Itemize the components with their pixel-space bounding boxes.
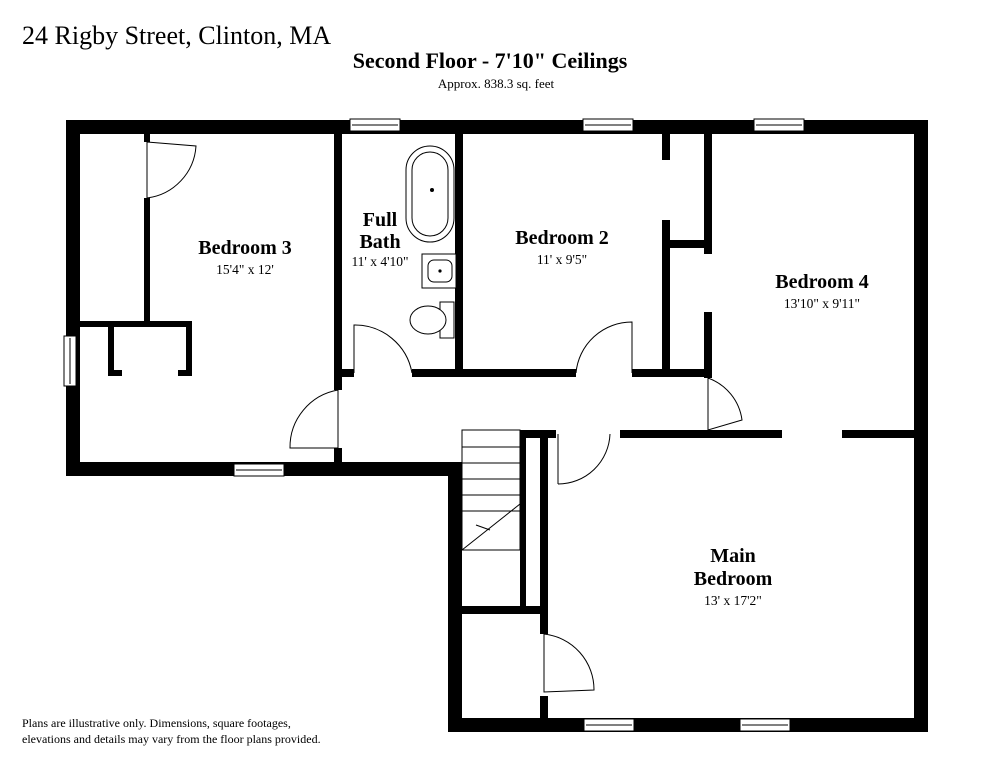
full-bath-name-line2: Bath — [359, 231, 400, 253]
closet-wall — [144, 198, 150, 324]
closet-divider — [662, 240, 704, 248]
bedroom2-dims: 11' x 9'5" — [537, 252, 587, 267]
closet-post-right — [186, 321, 192, 375]
stair-outline — [461, 429, 521, 551]
sink-drain — [438, 269, 442, 273]
door-bath — [353, 324, 413, 374]
wall-bottom — [448, 718, 928, 732]
closet-jamb-top — [144, 134, 150, 142]
full-bath-dims: 11' x 4'10" — [351, 254, 408, 269]
door-bed3-closet — [146, 141, 197, 199]
disclaimer-line1: Plans are illustrative only. Dimensions,… — [22, 716, 291, 730]
door-bed3 — [289, 389, 339, 449]
windows — [63, 118, 805, 732]
area-note: Approx. 838.3 sq. feet — [438, 76, 555, 91]
closet-shelf-wall — [80, 321, 192, 327]
bath-bed2-wall — [455, 134, 463, 374]
floor-title: Second Floor - 7'10" Ceilings — [353, 48, 628, 73]
bed3-bath-wall — [334, 134, 342, 390]
bed3-wall-stub — [334, 448, 342, 462]
bath-fixtures — [405, 145, 457, 339]
bedroom2-name: Bedroom 2 — [515, 227, 609, 249]
wall-left — [66, 120, 80, 476]
closet-post-left-foot — [108, 370, 122, 376]
closet-post-left — [108, 321, 114, 375]
address-title: 24 Rigby Street, Clinton, MA — [22, 21, 331, 50]
door-bed4 — [707, 377, 743, 431]
bath-bed2-bottom-wall — [412, 369, 576, 377]
full-bath-name-line1: Full — [363, 209, 398, 231]
bed4-closet-wall-bottom — [704, 312, 712, 378]
stair-right-wall — [540, 430, 548, 634]
bedroom3-name: Bedroom 3 — [198, 237, 292, 259]
main-bedroom-dims: 13' x 17'2" — [704, 593, 762, 608]
closet-bottom-stub — [540, 696, 548, 718]
main-bedroom-name-line2: Bedroom — [694, 568, 773, 590]
staircase — [461, 429, 521, 551]
interior-walls — [80, 134, 914, 718]
main-bedroom-name-line1: Main — [710, 545, 756, 567]
wall-right — [914, 120, 928, 732]
toilet-bowl — [409, 305, 447, 335]
door-main-closet — [543, 633, 595, 693]
closet-stub-top — [662, 134, 670, 160]
door-main-bedroom — [557, 433, 611, 485]
main-bed-top-wall-left — [620, 430, 782, 438]
bed2-closet-wall — [662, 220, 670, 370]
door-bed2 — [575, 321, 633, 374]
wall-top — [66, 120, 928, 134]
main-bed-top-wall-right — [842, 430, 914, 438]
closet-post-right-foot — [178, 370, 192, 376]
stair-rail — [520, 430, 526, 610]
bedroom4-name: Bedroom 4 — [775, 271, 869, 293]
doors — [146, 141, 743, 693]
disclaimer-line2: elevations and details may vary from the… — [22, 732, 321, 746]
exterior-walls — [66, 120, 928, 732]
bath-wall-left-stub — [342, 369, 354, 377]
stair-top-wall — [520, 430, 556, 438]
wall-left-lower — [448, 462, 462, 732]
bedroom4-dims: 13'10" x 9'11" — [784, 296, 860, 311]
bed2-bottom-right-wall — [632, 369, 704, 377]
bed4-closet-wall-top — [704, 134, 712, 254]
room-labels: Bedroom 3 15'4" x 12' Full Bath 11' x 4'… — [198, 209, 869, 608]
bedroom3-dims: 15'4" x 12' — [216, 262, 274, 277]
tub-drain — [430, 188, 434, 192]
bathtub-basin — [411, 151, 449, 237]
closet-top-wall — [462, 606, 546, 614]
